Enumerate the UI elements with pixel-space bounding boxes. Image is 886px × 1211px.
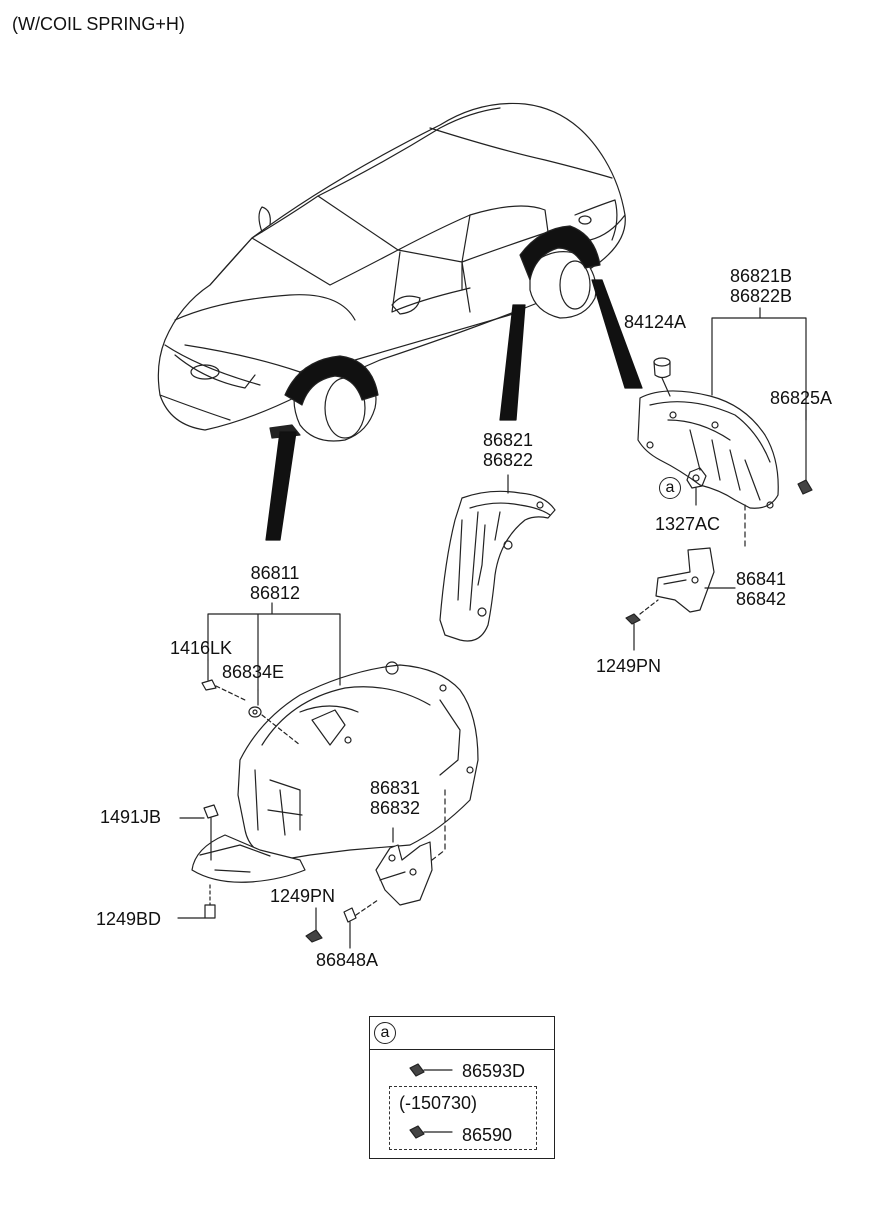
rear-mud-guard xyxy=(655,504,746,613)
legend-part-86590: 86590 xyxy=(462,1125,513,1145)
part-label-1249PN-left: 1249PN xyxy=(270,886,336,906)
part-label-86822B: 86822B xyxy=(729,286,793,306)
rear-wheel-guard-assy xyxy=(637,390,779,509)
part-label-86825A: 86825A xyxy=(770,388,833,408)
part-label-86822: 86822 xyxy=(482,450,534,470)
car-illustration xyxy=(157,102,626,442)
legend-header: a xyxy=(370,1017,554,1050)
screw-1249PN-left xyxy=(305,907,323,943)
leader-86821B xyxy=(711,307,807,481)
leader-86811 xyxy=(207,602,341,691)
legend-part-86593D: 86593D xyxy=(462,1061,526,1081)
fastener-1416LK xyxy=(201,659,246,701)
clip-1491JB xyxy=(179,804,219,861)
legend-clip-icons xyxy=(409,1063,453,1139)
callout-a-marker: a xyxy=(659,477,681,499)
part-label-86831: 86831 xyxy=(369,778,421,798)
part-label-1249BD: 1249BD xyxy=(96,909,162,929)
rear-wheel-guard xyxy=(439,474,556,642)
part-label-86812: 86812 xyxy=(249,583,301,603)
under-cover xyxy=(191,834,306,883)
legend-date-range: (-150730) xyxy=(399,1093,478,1113)
part-label-86821: 86821 xyxy=(482,430,534,450)
part-label-84124A: 84124A xyxy=(624,312,687,332)
front-wheel-guard xyxy=(237,617,479,861)
screw-1249PN-right xyxy=(625,599,659,651)
cap-84124A xyxy=(653,357,671,397)
part-label-86821B: 86821B xyxy=(729,266,793,286)
part-label-86841: 86841 xyxy=(736,569,787,589)
part-label-86848A: 86848A xyxy=(316,950,379,970)
legend-callout-a: a xyxy=(374,1022,396,1044)
part-label-86832: 86832 xyxy=(369,798,421,818)
diagram-header: (W/COIL SPRING+H) xyxy=(12,14,185,34)
leader-ribbons xyxy=(265,279,643,541)
part-label-86811: 86811 xyxy=(250,563,300,583)
detail-legend-box: a 86593D (-150730) 86590 xyxy=(369,1016,555,1159)
fastener-86834E xyxy=(248,689,301,746)
part-label-1327AC: 1327AC xyxy=(655,514,721,534)
part-label-1249PN-right: 1249PN xyxy=(596,656,662,676)
nut-1327AC xyxy=(686,467,707,506)
part-label-86834E: 86834E xyxy=(222,662,285,682)
front-mud-guard xyxy=(375,789,446,906)
part-label-1416LK: 1416LK xyxy=(170,638,233,658)
bolt-1249BD xyxy=(177,884,216,919)
part-label-1491JB: 1491JB xyxy=(100,807,162,827)
clip-86825A xyxy=(797,479,813,495)
legend-date-range-box: (-150730) xyxy=(389,1086,537,1150)
part-label-86842: 86842 xyxy=(736,589,787,609)
clip-86848A xyxy=(343,899,379,949)
